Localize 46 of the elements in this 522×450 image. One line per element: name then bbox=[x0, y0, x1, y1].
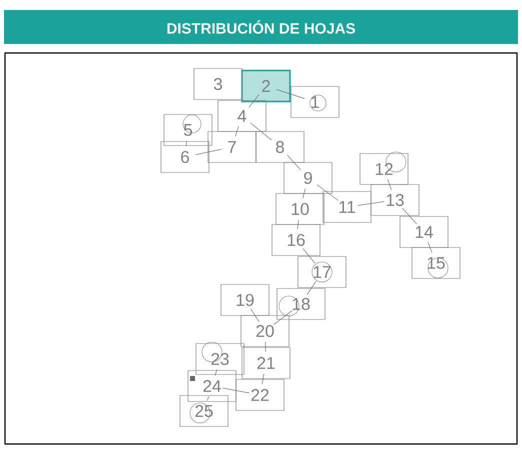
sheet-box: 14 bbox=[400, 216, 448, 248]
route-line bbox=[428, 242, 432, 254]
route-line bbox=[207, 396, 209, 401]
route-line bbox=[287, 154, 301, 170]
title-bar: DISTRIBUCIÓN DE HOJAS bbox=[4, 10, 518, 44]
sheet-box: 16 bbox=[272, 224, 320, 256]
route-line bbox=[222, 388, 250, 394]
route-line bbox=[262, 374, 264, 384]
sheet-box: 1 bbox=[290, 86, 340, 118]
route-line bbox=[402, 208, 417, 224]
route-line bbox=[195, 148, 222, 155]
route-line bbox=[358, 201, 384, 206]
route-line bbox=[302, 248, 316, 264]
route-line bbox=[250, 308, 260, 322]
sheet-box: 8 bbox=[256, 131, 304, 163]
route-line bbox=[265, 342, 266, 352]
sheet-box: 7 bbox=[208, 131, 256, 163]
sheet-box: 22 bbox=[236, 379, 284, 411]
sheet-box: 11 bbox=[322, 191, 372, 223]
sheet-box: 21 bbox=[242, 347, 290, 379]
route-line bbox=[316, 184, 338, 201]
sheet-box: 17 bbox=[298, 256, 346, 288]
route-line bbox=[297, 220, 299, 230]
sheet-box: 9 bbox=[284, 162, 332, 194]
sheet-box: 20 bbox=[240, 315, 290, 347]
route-line bbox=[387, 179, 392, 190]
route-line bbox=[248, 94, 260, 108]
sheet-box: 3 bbox=[194, 68, 242, 100]
sheet-box: 25 bbox=[180, 395, 228, 427]
sheet-box: 6 bbox=[160, 141, 210, 173]
route-line bbox=[306, 280, 316, 296]
sheet-box: 4 bbox=[218, 100, 266, 132]
route-line bbox=[214, 369, 218, 376]
sheet-box: 12 bbox=[360, 153, 408, 185]
sheet-box: 10 bbox=[276, 193, 324, 225]
route-line bbox=[186, 140, 188, 146]
sheet-box: 24 bbox=[188, 370, 236, 402]
route-line bbox=[250, 122, 272, 140]
route-line bbox=[276, 89, 305, 99]
sheet-box: 19 bbox=[220, 284, 270, 316]
route-line bbox=[274, 310, 292, 325]
highlighted-sheet-box: 2 bbox=[241, 70, 291, 102]
route-line bbox=[302, 188, 306, 199]
sheet-box: 18 bbox=[276, 288, 326, 320]
route-line bbox=[235, 126, 239, 137]
sheet-box: 13 bbox=[370, 184, 420, 216]
